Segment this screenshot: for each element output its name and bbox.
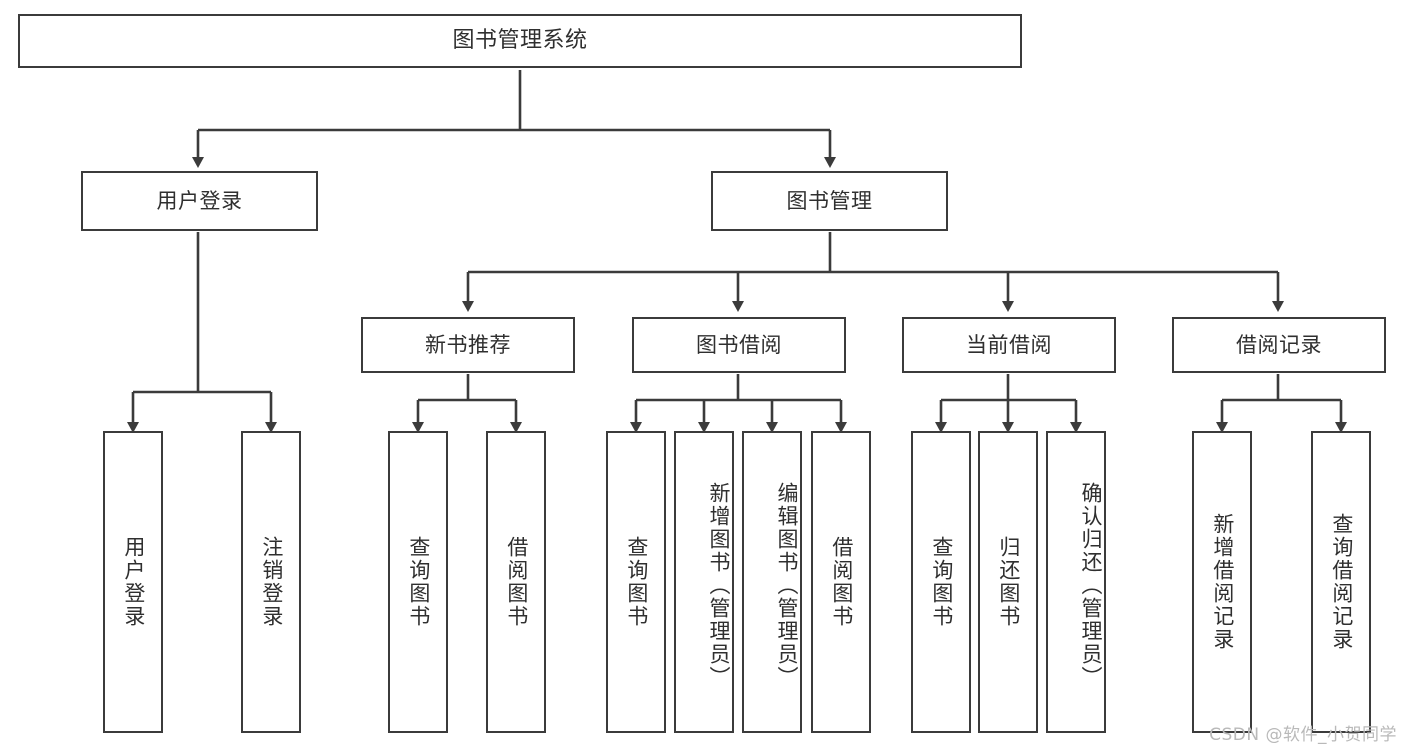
leaf-borrow-query-book[interactable]: 查询图书: [606, 431, 666, 733]
leaf-current-return-book[interactable]: 归还图书: [978, 431, 1038, 733]
node-book-management[interactable]: 图书管理: [711, 171, 948, 231]
node-user-login[interactable]: 用户登录: [81, 171, 318, 231]
leaf-record-add-borrow-record[interactable]: 新增借阅记录: [1192, 431, 1252, 733]
leaf-user-login-login[interactable]: 用户登录: [103, 431, 163, 733]
csdn-watermark: CSDN @软件_小贺同学: [1209, 725, 1397, 745]
node-borrow-record[interactable]: 借阅记录: [1172, 317, 1386, 373]
leaf-borrow-edit-book-admin[interactable]: 编辑图书（管理员）: [742, 431, 802, 733]
leaf-new-book-borrow-book[interactable]: 借阅图书: [486, 431, 546, 733]
leaf-new-book-query-book[interactable]: 查询图书: [388, 431, 448, 733]
leaf-borrow-borrow-book[interactable]: 借阅图书: [811, 431, 871, 733]
leaf-current-query-book[interactable]: 查询图书: [911, 431, 971, 733]
node-new-book-recommend[interactable]: 新书推荐: [361, 317, 575, 373]
node-current-borrow[interactable]: 当前借阅: [902, 317, 1116, 373]
leaf-user-login-logout[interactable]: 注销登录: [241, 431, 301, 733]
leaf-record-query-borrow-record[interactable]: 查询借阅记录: [1311, 431, 1371, 733]
leaf-current-confirm-return-admin[interactable]: 确认归还（管理员）: [1046, 431, 1106, 733]
leaf-borrow-add-book-admin[interactable]: 新增图书（管理员）: [674, 431, 734, 733]
node-root-book-management-system[interactable]: 图书管理系统: [18, 14, 1022, 68]
node-book-borrow[interactable]: 图书借阅: [632, 317, 846, 373]
